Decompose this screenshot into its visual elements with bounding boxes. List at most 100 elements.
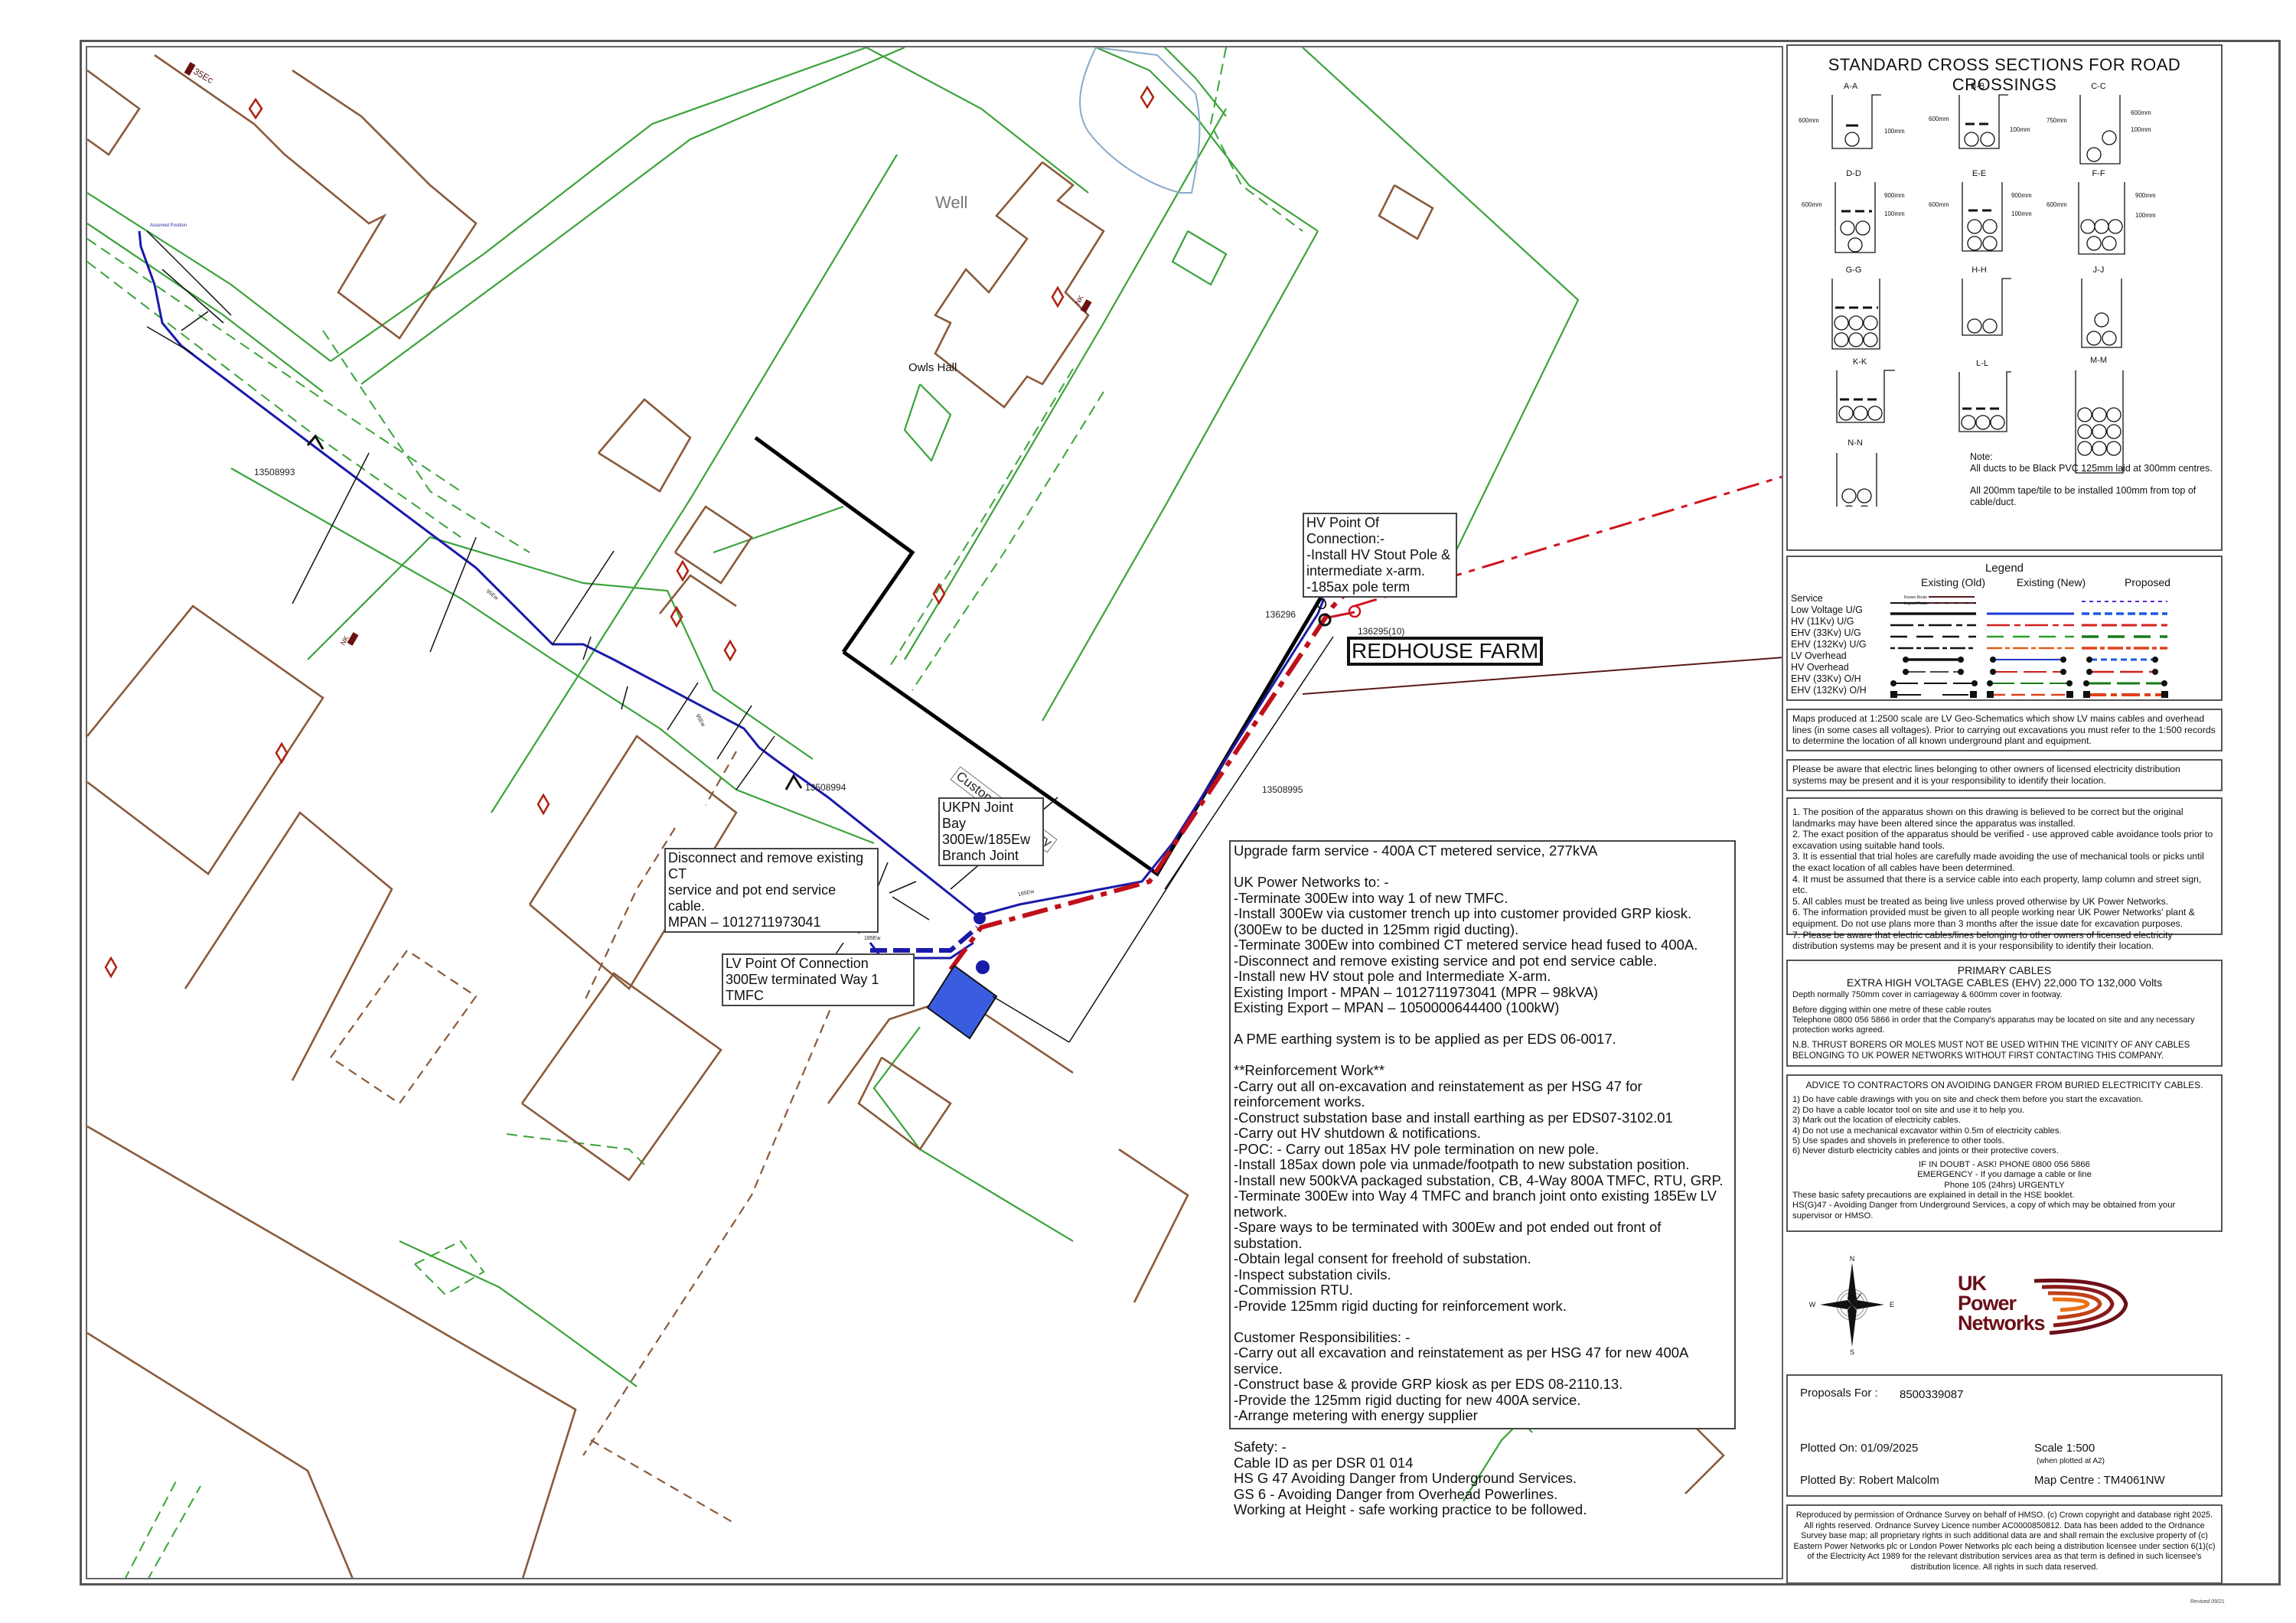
advice-hse-1: These basic safety precautions are expla… (1792, 1191, 2075, 1201)
note-4: 4. It must be assumed that there is a se… (1792, 873, 2202, 896)
scale-label: Scale 1:500 (2034, 1442, 2095, 1455)
logo-line-2: Power (1958, 1292, 2017, 1315)
svg-text:Service: Service (1791, 593, 1823, 604)
svg-text:A-A: A-A (1844, 82, 1858, 91)
cross-sections-note-1: All ducts to be Black PVC 125mm laid at … (1970, 463, 2213, 474)
svg-text:N: N (1850, 1255, 1855, 1263)
label-pole-136295: 136295(10) (1358, 626, 1405, 637)
scale-notice: Maps produced at 1:2500 scale are LV Geo… (1786, 709, 2223, 751)
svg-text:E-E: E-E (1972, 169, 1986, 178)
note-3: 3. It is essential that trial holes are … (1792, 851, 2204, 873)
revision-label: Revised 09/21 (2190, 1599, 2225, 1605)
legend-col-existing-old: Existing (Old) (1920, 576, 1986, 588)
advice-item-2: 2) Do have a cable locator tool on site … (1792, 1105, 2025, 1115)
note-2: 2. The exact position of the apparatus s… (1792, 829, 2213, 851)
svg-text:EHV (33Kv) O/H: EHV (33Kv) O/H (1791, 673, 1861, 684)
svg-text:900mm: 900mm (2011, 192, 2032, 199)
numbered-notes: 1. The position of the apparatus shown o… (1786, 797, 2223, 951)
legend-col-existing-new: Existing (New) (2016, 576, 2086, 588)
advice-doubt: IF IN DOUBT - ASK! PHONE 0800 056 5866 (1919, 1159, 2090, 1169)
svg-text:S: S (1850, 1348, 1854, 1354)
svg-text:100mm: 100mm (1884, 128, 1905, 135)
svg-text:L-L: L-L (1976, 359, 1988, 368)
svg-text:100mm: 100mm (2131, 126, 2151, 133)
plotted-on-label: Plotted On: (1800, 1442, 1858, 1455)
cross-sections-title: STANDARD CROSS SECTIONS FOR ROAD CROSSIN… (1828, 55, 2181, 94)
svg-text:D-D: D-D (1846, 169, 1861, 178)
logo-swoosh-icon (2033, 1278, 2128, 1335)
legend-symbols: Service Low Voltage U/G HV (11Kv) U/G EH… (1791, 593, 2168, 698)
other-owners-notice: Please be aware that electric lines belo… (1786, 759, 2223, 791)
note-6: 6. The information provided must be give… (1792, 907, 2195, 929)
svg-text:W: W (1809, 1301, 1816, 1309)
svg-text:100mm: 100mm (1884, 210, 1905, 217)
cross-sections-panel: STANDARD CROSS SECTIONS FOR ROAD CROSSIN… (1786, 44, 2223, 551)
label-well: Well (935, 193, 968, 212)
advice-item-1: 1) Do have cable drawings with you on si… (1792, 1095, 2144, 1105)
svg-text:M-M: M-M (2090, 356, 2107, 365)
note-7: 7. Please be aware that electric cables/… (1792, 929, 2173, 952)
plotted-by-value: Robert Malcolm (1858, 1474, 1939, 1487)
label-assumed-position: Assumed Position (150, 223, 188, 228)
map-linework: O (87, 47, 1782, 1578)
svg-text:600mm: 600mm (2131, 109, 2151, 116)
primary-depth: Depth normally 750mm cover in carriagewa… (1792, 990, 2063, 999)
proposals-value: 8500339087 (1900, 1388, 1964, 1401)
svg-text:O: O (1316, 597, 1327, 612)
svg-text:LV Overhead: LV Overhead (1791, 650, 1847, 661)
logo-line-3: Networks (1958, 1312, 2046, 1335)
svg-text:F-F: F-F (2092, 169, 2105, 178)
label-redhouse-farm: REDHOUSE FARM (1347, 637, 1544, 666)
proposals-label: Proposals For : (1800, 1387, 1878, 1400)
copyright-notice: Reproduced by permission of Ordnance Sur… (1786, 1504, 2223, 1584)
svg-text:900mm: 900mm (1884, 192, 1905, 199)
callout-hv-point-of-connection: HV Point Of Connection:- -Install HV Sto… (1303, 513, 1457, 598)
label-cable-13508994: 13508994 (805, 782, 846, 793)
svg-text:100mm: 100mm (2135, 212, 2156, 219)
primary-before-1: Before digging within one metre of these… (1792, 1005, 1991, 1015)
primary-title: PRIMARY CABLES (1957, 964, 2052, 976)
svg-text:600mm: 600mm (1929, 201, 1949, 208)
advice-item-3: 3) Mark out the location of electricity … (1792, 1116, 1961, 1126)
svg-text:E: E (1890, 1301, 1894, 1309)
cross-sections-diagrams: A-A B-B C-C D-D E-E F-F G-G H-H J-J K-K … (1799, 82, 2156, 507)
svg-text:100mm: 100mm (2011, 210, 2032, 217)
note-1: 1. The position of the apparatus shown o… (1792, 807, 2183, 829)
svg-text:K-K: K-K (1853, 357, 1867, 367)
advice-item-4: 4) Do not use a mechanical excavator wit… (1792, 1126, 2062, 1136)
svg-text:Known Route: Known Route (1904, 595, 1927, 600)
label-pole-136296: 136296 (1265, 609, 1296, 620)
primary-before-2: Telephone 0800 056 5866 in order that th… (1792, 1015, 2195, 1035)
svg-text:600mm: 600mm (1929, 116, 1949, 122)
svg-text:HV (11Kv) U/G: HV (11Kv) U/G (1791, 616, 1854, 627)
svg-text:600mm: 600mm (1802, 201, 1822, 208)
label-cable-185ew-2: 185Ew (864, 936, 881, 941)
scale-note: (when plotted at A2) (2037, 1457, 2105, 1465)
advice-item-6: 6) Never disturb electricity cables and … (1792, 1146, 2059, 1156)
plotted-on-value: 01/09/2025 (1861, 1442, 1919, 1455)
svg-text:G-G: G-G (1846, 266, 1862, 275)
logo-line-1: UK (1958, 1272, 1987, 1295)
svg-text:EHV (33Kv) U/G: EHV (33Kv) U/G (1791, 627, 1861, 638)
svg-text:600mm: 600mm (2047, 201, 2067, 208)
advice-title: ADVICE TO CONTRACTORS ON AVOIDING DANGER… (1805, 1080, 2203, 1090)
advice-to-contractors: ADVICE TO CONTRACTORS ON AVOIDING DANGER… (1786, 1074, 2223, 1232)
svg-text:600mm: 600mm (1799, 117, 1819, 124)
map-centre-label: Map Centre : (2034, 1474, 2101, 1487)
cross-sections-note-title: Note: (1970, 451, 1993, 462)
advice-hse-2: HS(G)47 - Avoiding Danger from Undergrou… (1792, 1201, 2176, 1221)
advice-phone: Phone 105 (24hrs) URGENTLY (1944, 1180, 2065, 1190)
legend-panel: Legend Existing (Old) Existing (New) Pro… (1786, 556, 2223, 701)
callout-disconnect-service: Disconnect and remove existing CT servic… (664, 848, 879, 933)
primary-cables-notice: PRIMARY CABLES EXTRA HIGH VOLTAGE CABLES… (1786, 960, 2223, 1067)
legend-col-proposed: Proposed (2125, 576, 2170, 588)
cross-sections-note-2: All 200mm tape/tile to be installed 100m… (1970, 485, 2197, 507)
primary-nb: N.B. THRUST BORERS OR MOLES MUST NOT BE … (1792, 1040, 2190, 1061)
svg-text:900mm: 900mm (2135, 192, 2156, 199)
svg-text:750mm: 750mm (2047, 117, 2067, 124)
callout-joint-bay: UKPN Joint Bay 300Ew/185Ew Branch Joint (938, 797, 1044, 866)
label-cable-13508995: 13508995 (1262, 784, 1303, 795)
ukpn-logo: UK Power Networks (1958, 1273, 2141, 1350)
svg-text:H-H: H-H (1971, 266, 1987, 275)
svg-text:J-J: J-J (2093, 266, 2105, 275)
